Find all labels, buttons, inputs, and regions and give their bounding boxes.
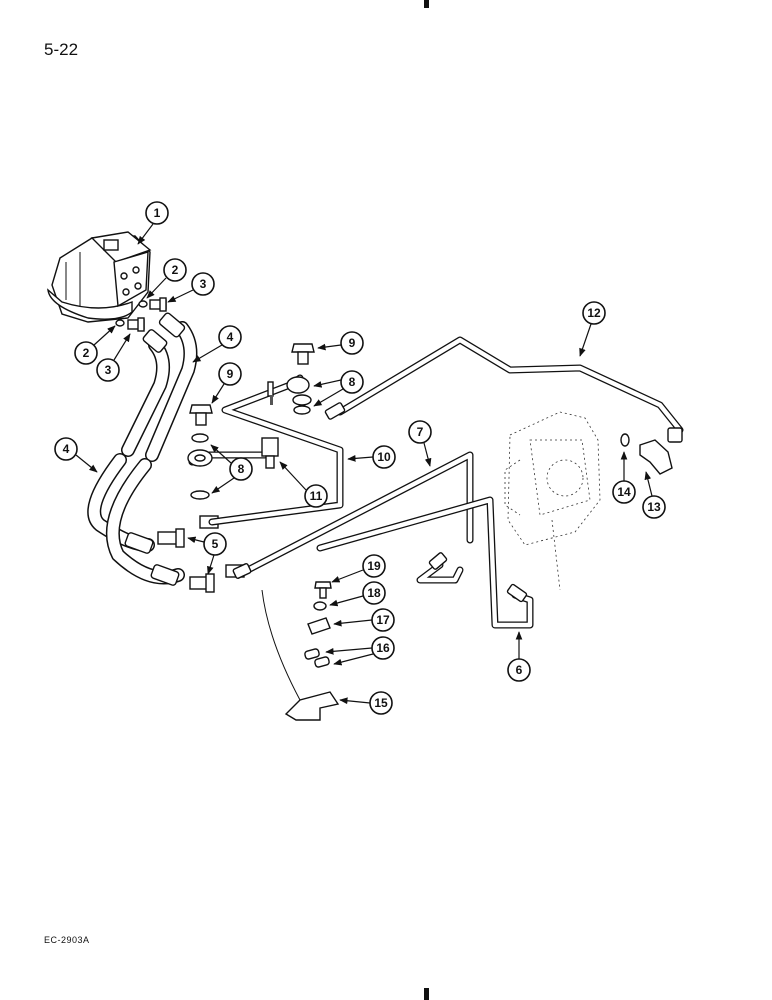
callout-18: 18 [329, 581, 386, 607]
svg-text:12: 12 [587, 306, 601, 320]
callout-16: 16 [325, 636, 395, 666]
figure-code: EC-2903A [44, 935, 90, 945]
svg-text:17: 17 [376, 613, 390, 627]
callout-19: 19 [331, 554, 386, 583]
callout-2a: 2 [146, 258, 187, 299]
callout-7: 7 [408, 420, 432, 467]
svg-text:8: 8 [238, 462, 245, 476]
callout-17: 17 [333, 608, 395, 632]
callout-4-lower: 4 [54, 437, 98, 473]
svg-text:3: 3 [105, 363, 112, 377]
callout-1: 1 [137, 201, 169, 245]
motor-fittings [115, 297, 167, 332]
svg-text:8: 8 [349, 375, 356, 389]
svg-text:9: 9 [349, 336, 356, 350]
callout-13: 13 [642, 471, 666, 519]
callout-3b: 3 [96, 333, 131, 382]
svg-text:2: 2 [172, 263, 179, 277]
svg-text:16: 16 [376, 641, 390, 655]
callout-2b: 2 [74, 325, 116, 365]
banjo-fittings [187, 343, 315, 500]
svg-text:14: 14 [617, 485, 631, 499]
svg-text:7: 7 [417, 425, 424, 439]
svg-text:9: 9 [227, 367, 234, 381]
steering-motor-part [47, 231, 152, 323]
callout-15: 15 [339, 691, 393, 715]
registration-mark-top [424, 0, 429, 8]
callout-8-upper: 8 [313, 370, 364, 407]
page-number: 5-22 [44, 40, 79, 59]
callout-11: 11 [279, 461, 328, 508]
svg-text:4: 4 [227, 330, 234, 344]
svg-text:4: 4 [63, 442, 70, 456]
hose-assemblies [87, 312, 198, 586]
steel-tubes [188, 336, 684, 629]
callout-14: 14 [612, 451, 636, 504]
svg-text:2: 2 [83, 346, 90, 360]
hydraulic-pump-outline [504, 411, 601, 591]
callout-12: 12 [579, 301, 606, 357]
callout-9-lower: 9 [211, 362, 242, 404]
svg-text:18: 18 [367, 586, 381, 600]
svg-text:3: 3 [200, 277, 207, 291]
clamp-bracket-parts [261, 581, 340, 721]
registration-mark-bottom [424, 988, 429, 1000]
callout-5-upper: 5 [187, 532, 227, 556]
svg-text:6: 6 [516, 663, 523, 677]
svg-text:13: 13 [647, 500, 661, 514]
elbow-fitting [620, 427, 683, 475]
callout-4-upper: 4 [192, 325, 242, 363]
callout-10: 10 [347, 445, 396, 469]
svg-text:10: 10 [377, 450, 391, 464]
svg-text:19: 19 [367, 559, 381, 573]
callout-6: 6 [507, 631, 531, 682]
svg-text:11: 11 [310, 489, 323, 503]
svg-text:5: 5 [212, 537, 219, 551]
callout-9-upper: 9 [317, 331, 364, 355]
callout-3a: 3 [167, 272, 215, 303]
svg-text:1: 1 [154, 206, 161, 220]
callout-5-lower-leader [207, 554, 215, 575]
callout-8-lower: 8 [210, 444, 253, 494]
svg-text:15: 15 [374, 696, 388, 710]
